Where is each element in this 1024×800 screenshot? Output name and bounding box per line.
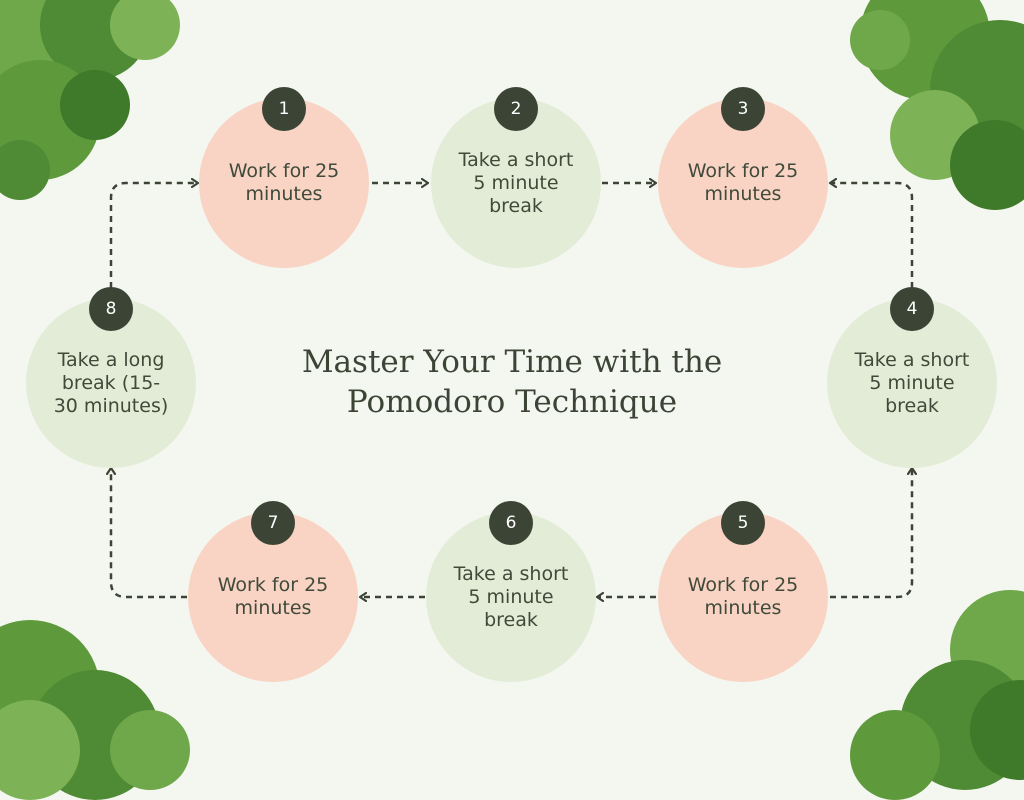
connector-layer bbox=[0, 0, 1024, 768]
step-5-label: Work for 25 minutes bbox=[687, 574, 799, 619]
step-1-badge: 1 bbox=[262, 87, 306, 131]
step-6-label: Take a short 5 minute break bbox=[453, 562, 569, 631]
step-4-badge: 4 bbox=[890, 287, 934, 331]
title-line-1: Master Your Time with the bbox=[301, 344, 723, 380]
step-7-badge: 7 bbox=[251, 501, 295, 545]
step-8-label: Take a long break (15-30 minutes) bbox=[53, 348, 169, 417]
connector-8-to-1 bbox=[109, 183, 198, 288]
step-3-badge: 3 bbox=[721, 87, 765, 131]
title-line-2: Pomodoro Technique bbox=[346, 384, 678, 420]
step-5-badge: 5 bbox=[721, 501, 765, 545]
diagram-title: Master Your Time with the Pomodoro Techn… bbox=[262, 342, 762, 422]
step-2-badge: 2 bbox=[494, 87, 538, 131]
step-3-label: Work for 25 minutes bbox=[687, 160, 799, 205]
connector-7-to-8 bbox=[111, 468, 187, 599]
step-4-label: Take a short 5 minute break bbox=[854, 348, 970, 417]
connector-3-to-4 bbox=[830, 183, 914, 288]
connector-4-to-5 bbox=[830, 468, 912, 599]
step-7-label: Work for 25 minutes bbox=[217, 574, 329, 619]
step-6-badge: 6 bbox=[489, 501, 533, 545]
step-8-badge: 8 bbox=[89, 287, 133, 331]
step-1-label: Work for 25 minutes bbox=[228, 160, 340, 205]
step-2-label: Take a short 5 minute break bbox=[458, 148, 574, 217]
